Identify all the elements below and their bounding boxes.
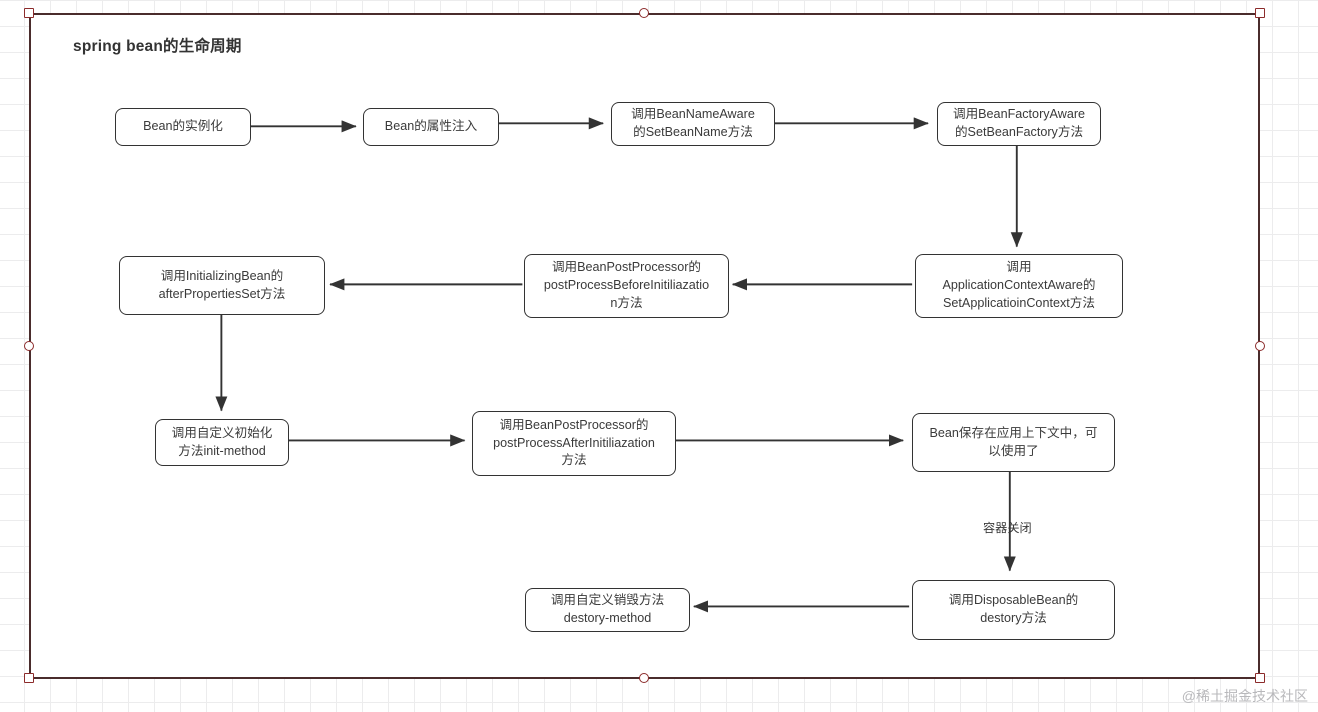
flowchart-node[interactable]: 调用DisposableBean的 destory方法 (912, 580, 1115, 640)
page-title: spring bean的生命周期 (73, 38, 242, 55)
flowchart-node[interactable]: 调用BeanPostProcessor的 postProcessBeforeIn… (524, 254, 729, 318)
flowchart-node[interactable]: 调用自定义初始化 方法init-method (155, 419, 289, 466)
flowchart-node[interactable]: Bean的属性注入 (363, 108, 499, 146)
watermark: @稀土掘金技术社区 (1181, 688, 1308, 704)
flowchart-node[interactable]: 调用BeanPostProcessor的 postProcessAfterIni… (472, 411, 676, 476)
resize-handle-top-right[interactable] (1255, 8, 1265, 18)
flowchart-node[interactable]: 调用BeanNameAware 的SetBeanName方法 (611, 102, 775, 146)
resize-handle-middle-left[interactable] (24, 341, 34, 351)
flowchart-node[interactable]: 调用BeanFactoryAware 的SetBeanFactory方法 (937, 102, 1101, 146)
edge-label: 容器关闭 (983, 521, 1032, 535)
flowchart-node[interactable]: Bean的实例化 (115, 108, 251, 146)
resize-handle-bottom-right[interactable] (1255, 673, 1265, 683)
resize-handle-middle-right[interactable] (1255, 341, 1265, 351)
resize-handle-bottom-left[interactable] (24, 673, 34, 683)
flowchart-node[interactable]: 调用InitializingBean的 afterPropertiesSet方法 (119, 256, 325, 315)
resize-handle-top-left[interactable] (24, 8, 34, 18)
flowchart-node[interactable]: 调用自定义销毁方法 destory-method (525, 588, 690, 632)
resize-handle-top-center[interactable] (639, 8, 649, 18)
resize-handle-bottom-center[interactable] (639, 673, 649, 683)
flowchart-node[interactable]: Bean保存在应用上下文中，可 以使用了 (912, 413, 1115, 472)
flowchart-node[interactable]: 调用 ApplicationContextAware的 SetApplicati… (915, 254, 1123, 318)
